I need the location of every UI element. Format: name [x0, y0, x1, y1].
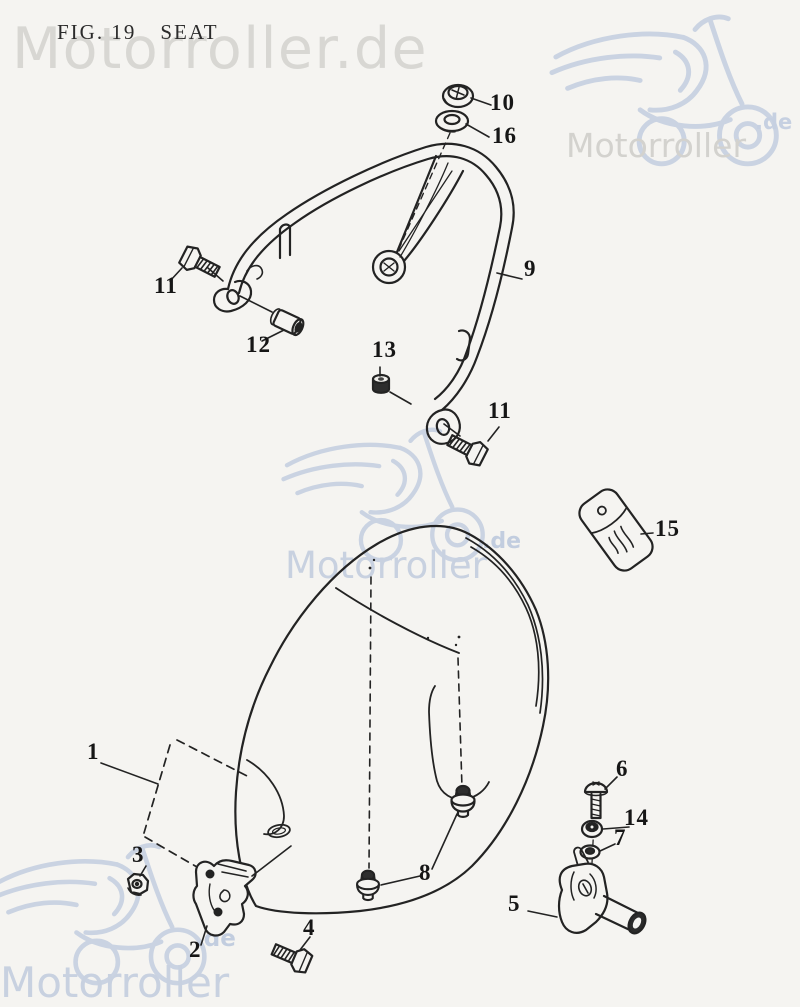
figure-header: FIG. 19 SEAT	[57, 20, 219, 45]
nut-14-drawing	[580, 819, 604, 839]
page-title: SEAT	[160, 20, 219, 44]
nut-13-drawing	[371, 373, 391, 394]
callout-16: 16	[492, 123, 517, 148]
rear-carrier-drawing	[212, 142, 515, 445]
callout-9: 9	[524, 256, 537, 281]
callout-8: 8	[419, 860, 432, 885]
callout-3: 3	[132, 842, 145, 867]
tool-pad-15-drawing	[578, 488, 654, 572]
figure-number: FIG. 19	[57, 20, 137, 44]
washer-16-drawing	[434, 109, 470, 133]
callout-7: 7	[614, 825, 627, 850]
seat-drawing	[234, 524, 550, 915]
callout-15: 15	[655, 516, 680, 541]
callout-6: 6	[616, 756, 629, 781]
seat-lock-5-drawing	[557, 846, 647, 935]
callout-4: 4	[303, 915, 316, 940]
callout-12: 12	[246, 332, 271, 357]
screw-6-drawing	[583, 781, 609, 820]
washer-7-drawing	[579, 844, 601, 860]
cap-nut-10-drawing	[441, 83, 475, 109]
callout-1: 1	[87, 739, 100, 764]
callout-11: 11	[154, 273, 178, 298]
callout-11: 11	[488, 398, 512, 423]
callout-13: 13	[372, 337, 397, 362]
callout-10: 10	[490, 90, 515, 115]
callout-5: 5	[508, 891, 521, 916]
callout-14: 14	[624, 805, 649, 830]
callout-2: 2	[189, 937, 202, 962]
